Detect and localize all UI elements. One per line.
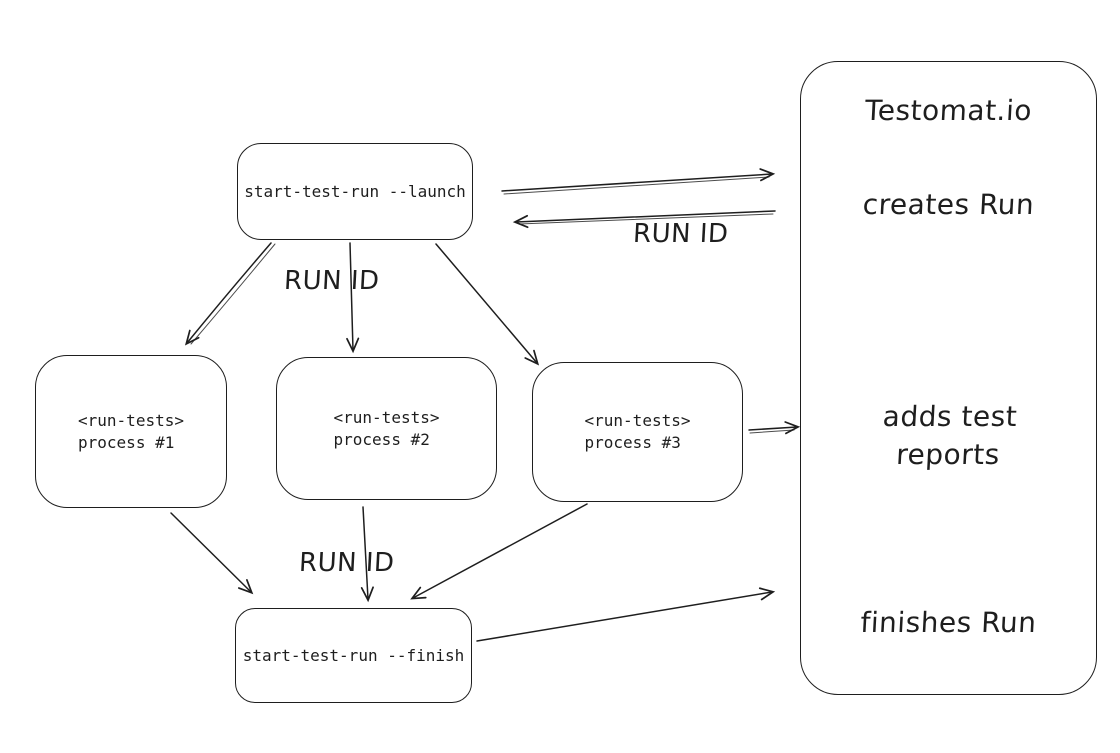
node-process3-label: <run-tests> process #3 [584, 411, 691, 452]
node-start-test-run-launch[interactable]: start-test-run --launch [237, 143, 473, 240]
arrow-launch-to-process1 [184, 242, 272, 346]
node-run-tests-process-2[interactable]: <run-tests> process #2 [276, 357, 497, 500]
arrow-process3-to-testomat-sketch [749, 429, 795, 434]
testomat-step-creates-run: creates Run [861, 188, 1036, 221]
node-launch-label: start-test-run --launch [244, 181, 466, 201]
arrow-launch-to-process1-sketch [190, 243, 276, 345]
arrow-process3-to-finish [410, 503, 588, 600]
edge-label-run-id-top: RUN ID [632, 219, 730, 249]
edge-label-run-id-middle: RUN ID [283, 266, 381, 296]
testomat-title: Testomat.io [864, 94, 1033, 127]
node-finish-label: start-test-run --finish [242, 645, 465, 665]
arrow-testomat-to-launch-sketch [518, 213, 774, 225]
edge-label-run-id-bottom: RUN ID [298, 548, 396, 578]
arrow-process3-to-testomat [748, 421, 801, 435]
node-testomat[interactable]: Testomat.io creates Run adds test report… [800, 61, 1097, 695]
node-run-tests-process-1[interactable]: <run-tests> process #1 [35, 355, 227, 508]
arrow-launch-to-testomat [501, 168, 776, 192]
node-run-tests-process-3[interactable]: <run-tests> process #3 [532, 362, 743, 502]
testomat-step-finishes-run: finishes Run [859, 606, 1038, 639]
arrow-process2-to-finish [360, 506, 374, 603]
arrow-launch-to-process2 [346, 242, 360, 354]
arrow-process1-to-finish [170, 512, 254, 595]
node-start-test-run-finish[interactable]: start-test-run --finish [235, 608, 472, 703]
arrow-testomat-to-launch [512, 210, 776, 229]
node-process1-label: <run-tests> process #1 [78, 410, 184, 452]
node-process2-label: <run-tests> process #2 [333, 407, 440, 449]
arrow-finish-to-testomat [476, 587, 776, 642]
testomat-step-adds-test-reports: adds test reports [881, 400, 1018, 471]
arrow-launch-to-testomat-sketch [503, 176, 770, 195]
arrow-launch-to-process3 [435, 243, 540, 366]
